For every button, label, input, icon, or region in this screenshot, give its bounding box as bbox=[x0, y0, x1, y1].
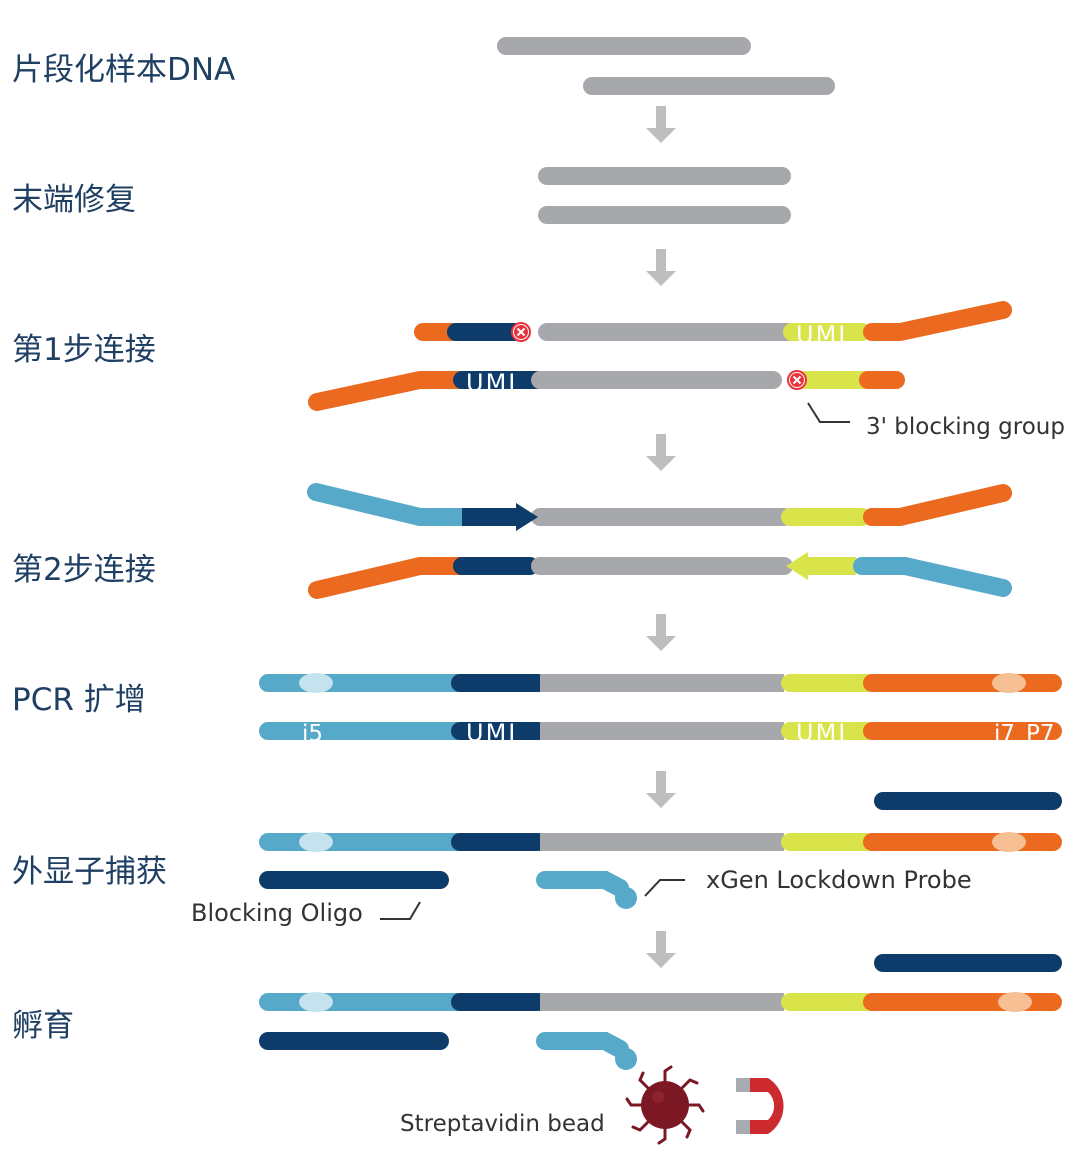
down-arrow-icon bbox=[646, 106, 676, 143]
blocking-oligo-leader bbox=[380, 901, 421, 920]
lockdown-probe bbox=[536, 1032, 637, 1070]
extension-arrow-icon bbox=[516, 503, 538, 531]
step-label-pcr: PCR 扩增 bbox=[12, 682, 146, 718]
magnet-icon bbox=[736, 1078, 784, 1134]
fragment-strands bbox=[497, 37, 835, 95]
i5-label: i5 bbox=[302, 721, 323, 747]
i7-label: i7 bbox=[994, 721, 1015, 747]
umi-label: UMI bbox=[466, 719, 517, 747]
blocking-group-icon bbox=[511, 322, 531, 342]
blocking-oligo-label: Blocking Oligo bbox=[191, 899, 363, 927]
step-label-ligation-1: 第1步连接 bbox=[12, 332, 156, 368]
blocking-group-label: 3' blocking group bbox=[866, 414, 1065, 440]
ligation2-bottom-strand bbox=[308, 557, 1012, 599]
i7-index-marker bbox=[998, 992, 1032, 1012]
extension-arrow-icon bbox=[786, 552, 808, 580]
ligation1-top-strand bbox=[414, 301, 1012, 341]
umi-label: UMI bbox=[466, 369, 517, 397]
umi-label: UMI bbox=[796, 719, 847, 747]
i7-index-marker bbox=[992, 673, 1026, 693]
probe-label: xGen Lockdown Probe bbox=[706, 866, 972, 894]
step-label-end-repair: 末端修复 bbox=[12, 182, 136, 218]
lockdown-probe bbox=[536, 871, 637, 909]
i5-index-marker bbox=[299, 992, 333, 1012]
down-arrow-icon bbox=[646, 614, 676, 651]
i7-index-marker bbox=[992, 832, 1026, 852]
ligation1-bottom-strand bbox=[308, 371, 905, 411]
umi-label: UMI bbox=[796, 321, 847, 349]
down-arrow-icon bbox=[646, 771, 676, 808]
step-label-fragmented-dna: 片段化样本DNA bbox=[12, 52, 236, 88]
ligation2-top-strand bbox=[307, 483, 1012, 526]
i5-index-marker bbox=[299, 673, 333, 693]
streptavidin-bead-icon bbox=[625, 1065, 705, 1145]
probe-leader bbox=[644, 879, 685, 897]
step-label-ligation-2: 第2步连接 bbox=[12, 552, 156, 588]
blocking-group-icon bbox=[787, 370, 807, 390]
step-label-incubation: 孵育 bbox=[12, 1008, 74, 1044]
down-arrow-icon bbox=[646, 931, 676, 968]
down-arrow-icon bbox=[646, 434, 676, 471]
bead-label: Streptavidin bead bbox=[400, 1111, 605, 1137]
repaired-strands bbox=[538, 167, 791, 224]
step-label-exome-capture: 外显子捕获 bbox=[12, 854, 167, 890]
i5-index-marker bbox=[299, 832, 333, 852]
blocking-group-leader bbox=[807, 402, 850, 423]
p7-label: P7 bbox=[1026, 721, 1055, 747]
down-arrow-icon bbox=[646, 249, 676, 286]
